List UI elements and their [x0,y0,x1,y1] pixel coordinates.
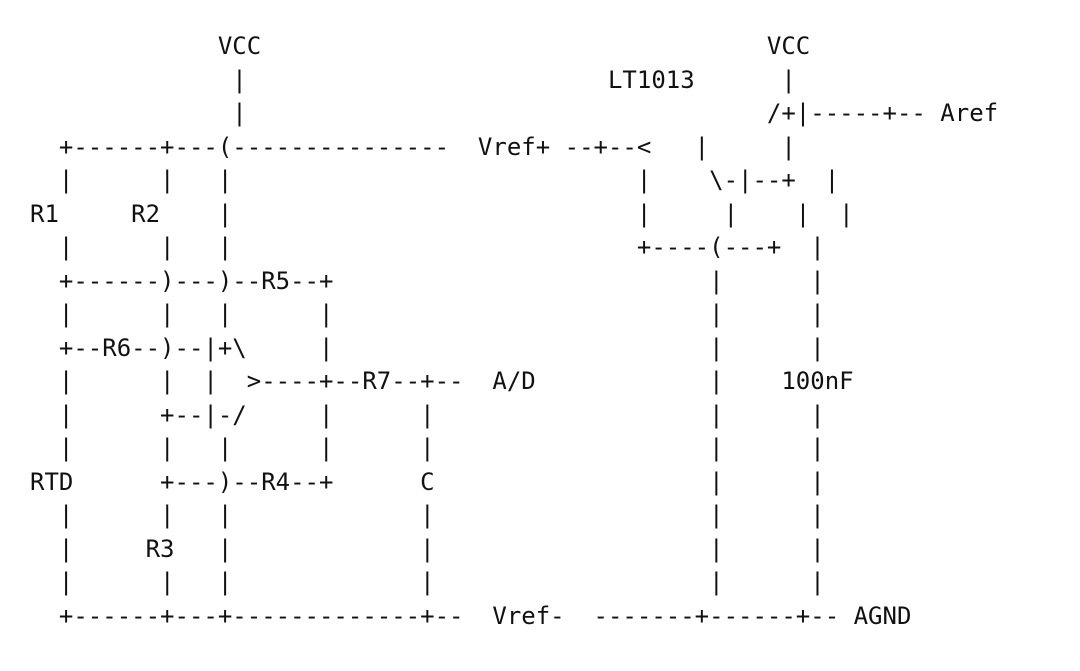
schematic-line: | LT1013 | [30,65,796,94]
rtd-amplifier-schematic: VCC VCC | LT1013 | | /+|-----+-- Aref +-… [30,30,998,633]
schematic-line: R1 R2 | | | | | [30,199,854,228]
schematic-line: RTD +---)--R4--+ C | | [30,467,825,496]
schematic-line: | | | >----+--R7--+-- A/D | 100nF [30,367,854,395]
schematic-line: +------+---+-------------+-- Vref- -----… [30,601,912,630]
schematic-line: | | | +----(---+ | [30,233,825,261]
schematic-line: | +--|-/ | | | | [30,400,825,429]
schematic-line: | | | | | | [30,568,825,596]
schematic-line: | | | | \-|--+ | [30,166,840,194]
schematic-line: | R3 | | | | [30,534,825,563]
schematic-line: +------+---(--------------- Vref+ --+--<… [30,132,796,161]
schematic-line: | | | | | | [30,300,825,328]
schematic-line: +------)---)--R5--+ | | [30,266,825,295]
schematic-line: VCC VCC [30,32,811,60]
schematic-line: | /+|-----+-- Aref [30,99,999,127]
schematic-line: +--R6--)--|+\ | | | [30,333,825,362]
schematic-line: | | | | | | | [30,434,825,462]
schematic-line: | | | | | | [30,501,825,529]
